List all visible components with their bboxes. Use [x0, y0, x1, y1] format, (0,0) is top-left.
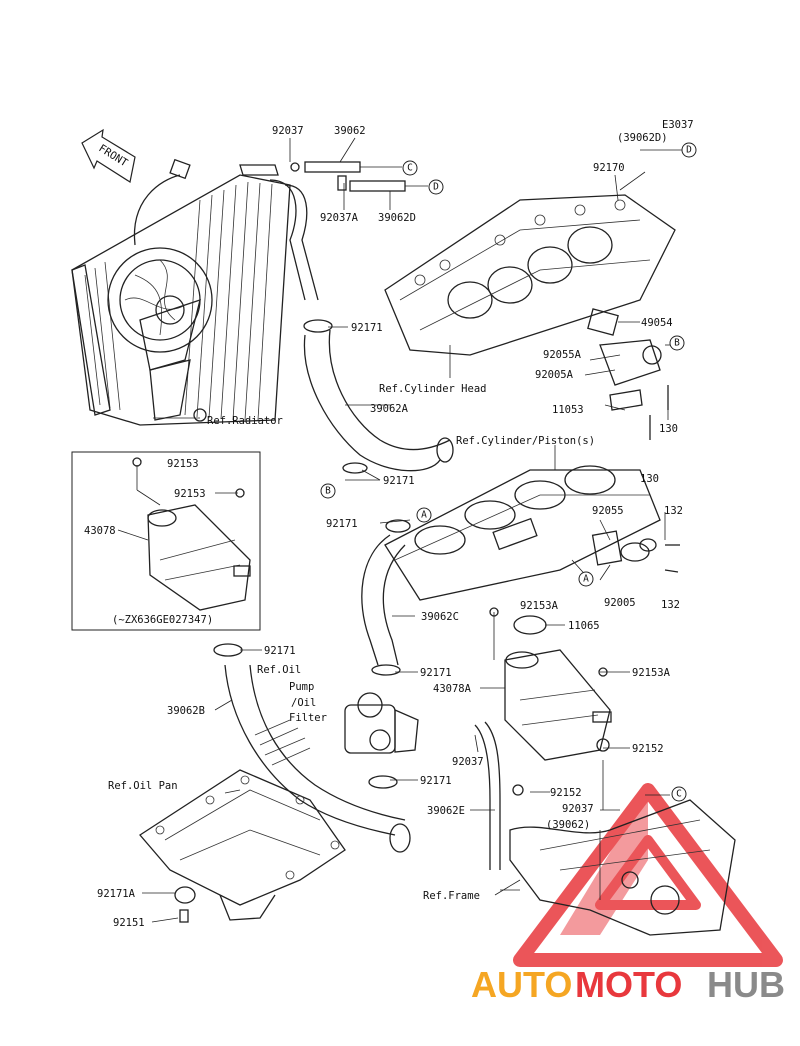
label-92153-b: 92153: [174, 488, 206, 500]
inset-box: [71, 451, 261, 631]
label-92152-a: 92152: [632, 743, 664, 755]
label-92037-b: 92037: [452, 756, 484, 768]
label-39062E: 39062E: [427, 805, 465, 817]
ref-cylinder-head: Ref.Cylinder Head: [379, 383, 486, 395]
label-92153A-b: 92153A: [632, 667, 671, 679]
label-92171-e: 92171: [420, 667, 452, 679]
oil-pan: [139, 769, 346, 923]
ref-oil-pump-1: Ref.Oil: [257, 664, 301, 676]
watermark-text: AUTO MOTO HUB: [471, 964, 785, 1005]
label-43078: 43078: [84, 525, 116, 537]
label-92171-c: 92171: [326, 518, 358, 530]
ref-oil-pump-4: Filter: [289, 712, 327, 724]
label-39062C: 39062C: [421, 611, 459, 623]
callout-b-left: B: [320, 483, 336, 499]
watermark-logo: [513, 783, 783, 967]
hose-39062A: [303, 319, 454, 474]
label-92055: 92055: [592, 505, 624, 517]
callout-a-right: A: [578, 571, 594, 587]
cylinder-block: [384, 465, 661, 601]
svg-text:D: D: [433, 182, 439, 193]
front-arrow-icon: FRONT: [81, 128, 136, 183]
frame: [509, 799, 736, 936]
label-92037A: 92037A: [320, 212, 359, 224]
label-92151: 92151: [113, 917, 145, 929]
svg-text:D: D: [686, 145, 692, 156]
label-39062: 39062: [334, 125, 366, 137]
watermark-auto: AUTO: [471, 964, 572, 1005]
label-92055A: 92055A: [543, 349, 582, 361]
label-92171-f: 92171: [420, 775, 452, 787]
label-92171-b: 92171: [383, 475, 415, 487]
label-92153A-a: 92153A: [520, 600, 559, 612]
ref-radiator: Ref.Radiator: [207, 415, 283, 427]
label-39062D-paren: (39062D): [617, 132, 668, 144]
label-92037: 92037: [272, 125, 304, 137]
label-49054: 49054: [641, 317, 673, 329]
hose-39062B: [213, 643, 411, 853]
svg-text:A: A: [583, 574, 589, 585]
hose-39062: [290, 161, 406, 192]
label-132-b: 132: [661, 599, 680, 611]
label-130-a: 130: [659, 423, 678, 435]
watermark-hub: HUB: [707, 964, 785, 1005]
radiator-assembly: [71, 158, 319, 426]
ref-frame: Ref.Frame: [423, 890, 480, 902]
callout-b-right: B: [669, 335, 685, 351]
label-92005: 92005: [604, 597, 636, 609]
hose-39062C: [361, 519, 411, 676]
watermark-moto: MOTO: [575, 964, 682, 1005]
callout-d-top: D: [428, 179, 444, 195]
svg-text:A: A: [421, 510, 427, 521]
label-11053: 11053: [552, 404, 584, 416]
part-labels: 92037 39062 92037A 39062D (39062D) 92170…: [84, 125, 683, 929]
hose-39062E: [474, 721, 524, 870]
label-92005A: 92005A: [535, 369, 574, 381]
label-130-b: 130: [640, 473, 659, 485]
label-39062D: 39062D: [378, 212, 416, 224]
label-39062-paren: (39062): [546, 819, 590, 831]
ref-oil-pump-2: Pump: [289, 681, 314, 693]
thermostat-housing: [587, 308, 669, 440]
diagram-code: E3037: [662, 119, 694, 131]
callout-a-mid: A: [416, 507, 432, 523]
label-92170: 92170: [593, 162, 625, 174]
label-92153-a: 92153: [167, 458, 199, 470]
label-39062A: 39062A: [370, 403, 409, 415]
leader-lines: [117, 137, 683, 923]
ref-oil-pump-3: /Oil: [291, 697, 316, 709]
label-92171A: 92171A: [97, 888, 136, 900]
reservoir-43078A: [489, 607, 612, 761]
cylinder-head: [384, 194, 676, 356]
label-39062B: 39062B: [167, 705, 205, 717]
svg-text:B: B: [325, 486, 331, 497]
label-11065: 11065: [568, 620, 600, 632]
label-132-a: 132: [664, 505, 683, 517]
water-pipe-92005: [591, 530, 680, 573]
inset-note: (~ZX636GE027347): [112, 614, 213, 626]
svg-text:C: C: [407, 163, 413, 174]
svg-text:B: B: [674, 338, 680, 349]
svg-text:C: C: [676, 789, 682, 800]
callout-d-right: D: [681, 142, 697, 158]
label-92171-d: 92171: [264, 645, 296, 657]
label-92152-b: 92152: [550, 787, 582, 799]
callout-c-top: C: [402, 160, 418, 176]
ref-cylinder-piston: Ref.Cylinder/Piston(s): [456, 435, 595, 447]
label-92037-c: 92037: [562, 803, 594, 815]
label-43078A: 43078A: [433, 683, 472, 695]
ref-oil-pan: Ref.Oil Pan: [108, 780, 178, 792]
callout-c-bottom: C: [671, 786, 687, 802]
label-92171-a: 92171: [351, 322, 383, 334]
oil-pump-filter: [344, 692, 419, 789]
